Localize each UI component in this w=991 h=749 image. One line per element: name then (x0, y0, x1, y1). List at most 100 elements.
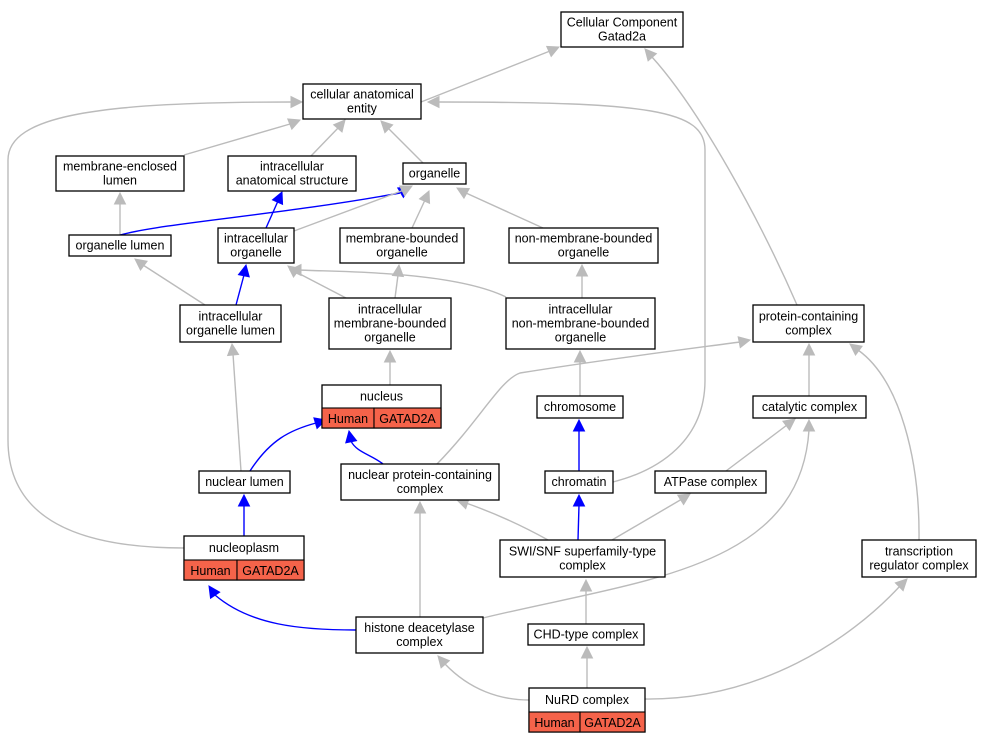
term-node-nlu[interactable]: nuclear lumen (198, 470, 291, 494)
edge-line (249, 422, 317, 472)
edge-hdc-to-npc (413, 500, 427, 617)
term-box[interactable] (302, 83, 422, 120)
term-label-line: nucleoplasm (209, 541, 279, 555)
edge-line (444, 663, 530, 701)
edge-cae-to-cc (420, 45, 561, 103)
edge-arrowhead (802, 418, 816, 432)
term-box[interactable] (861, 539, 977, 578)
term-box[interactable] (499, 539, 666, 578)
edge-nurd-to-trc (644, 578, 908, 700)
edge-arrowhead (456, 187, 471, 200)
term-node-atp[interactable]: ATPase complex (654, 470, 767, 494)
term-label-line: non-membrane-bounded (512, 317, 650, 331)
term-label-line: catalytic complex (762, 400, 858, 414)
term-label-line: organelle (409, 167, 460, 181)
edge-org-to-cae (380, 120, 424, 164)
edge-nlu-to-nuc (249, 417, 328, 472)
term-label-line: nuclear lumen (205, 475, 284, 489)
edge-arrowhead (237, 263, 250, 278)
term-box[interactable] (355, 616, 484, 654)
term-node-inmbo[interactable]: intracellularnon-membrane-boundedorganel… (505, 297, 656, 350)
term-box[interactable] (536, 395, 624, 419)
term-label-line: NuRD complex (545, 693, 630, 707)
term-box[interactable] (402, 162, 467, 185)
term-label-line: intracellular (358, 303, 422, 317)
term-box[interactable] (544, 470, 614, 494)
term-box[interactable] (752, 304, 865, 343)
edge-line (411, 199, 426, 229)
edge-line (611, 498, 683, 541)
term-box[interactable] (654, 470, 767, 494)
edge-arrowhead (437, 655, 451, 669)
edge-line (857, 349, 920, 541)
edge-line (232, 353, 242, 472)
term-label-line: organelle (376, 246, 427, 260)
edge-nmbo-to-org (456, 187, 544, 229)
edge-hdc-to-npl (208, 585, 357, 631)
edge-line (651, 56, 798, 306)
term-label-line: Gatad2a (598, 30, 646, 44)
term-label-line: SWI/SNF superfamily-type (509, 545, 656, 559)
term-box[interactable] (339, 227, 465, 264)
edge-trc-to-pcc (849, 343, 920, 541)
edge-arrowhead (418, 189, 431, 205)
term-node-chd[interactable]: CHD-type complex (527, 623, 645, 646)
edge-inmbo-to-nmbo (575, 263, 589, 298)
edge-io-to-org (293, 185, 414, 232)
edge-line (295, 271, 347, 299)
term-box[interactable] (340, 463, 500, 501)
edge-layer (7, 45, 920, 701)
edge-line (183, 123, 291, 156)
term-label-line: intracellular (260, 160, 324, 174)
term-box[interactable] (179, 304, 282, 343)
edge-line (437, 101, 706, 483)
term-box[interactable] (752, 395, 867, 419)
term-node-chro[interactable]: chromatin (544, 470, 614, 494)
term-node-olu[interactable]: organelle lumen (68, 234, 172, 257)
term-box[interactable] (505, 297, 656, 350)
term-box[interactable] (527, 623, 645, 646)
term-label-line: complex (397, 482, 444, 496)
term-box[interactable] (55, 155, 185, 192)
edge-arrowhead (802, 342, 816, 356)
gene-label: GATAD2A (379, 412, 436, 426)
term-box[interactable] (198, 470, 291, 494)
term-box[interactable] (217, 227, 295, 264)
edge-arrowhead (226, 342, 240, 357)
term-box[interactable] (328, 297, 452, 350)
term-box[interactable] (227, 155, 357, 192)
term-node-cat[interactable]: catalytic complex (752, 395, 867, 419)
term-box[interactable] (560, 11, 684, 48)
edge-iol-to-io (235, 263, 250, 306)
edge-cat-to-pcc (802, 342, 816, 396)
term-box[interactable] (68, 234, 172, 257)
term-node-org[interactable]: organelle (402, 162, 467, 185)
edge-line (293, 189, 405, 232)
edge-arrowhead (345, 429, 358, 444)
term-node-chr[interactable]: chromosome (536, 395, 624, 419)
gene-cell (579, 711, 646, 733)
term-box[interactable] (508, 227, 659, 264)
term-label-line: membrane-bounded (346, 232, 459, 246)
edge-arrowhead (575, 263, 589, 277)
edge-arrowhead (573, 349, 587, 363)
species-label: Human (534, 716, 574, 730)
term-label-line: regulator complex (869, 559, 969, 573)
